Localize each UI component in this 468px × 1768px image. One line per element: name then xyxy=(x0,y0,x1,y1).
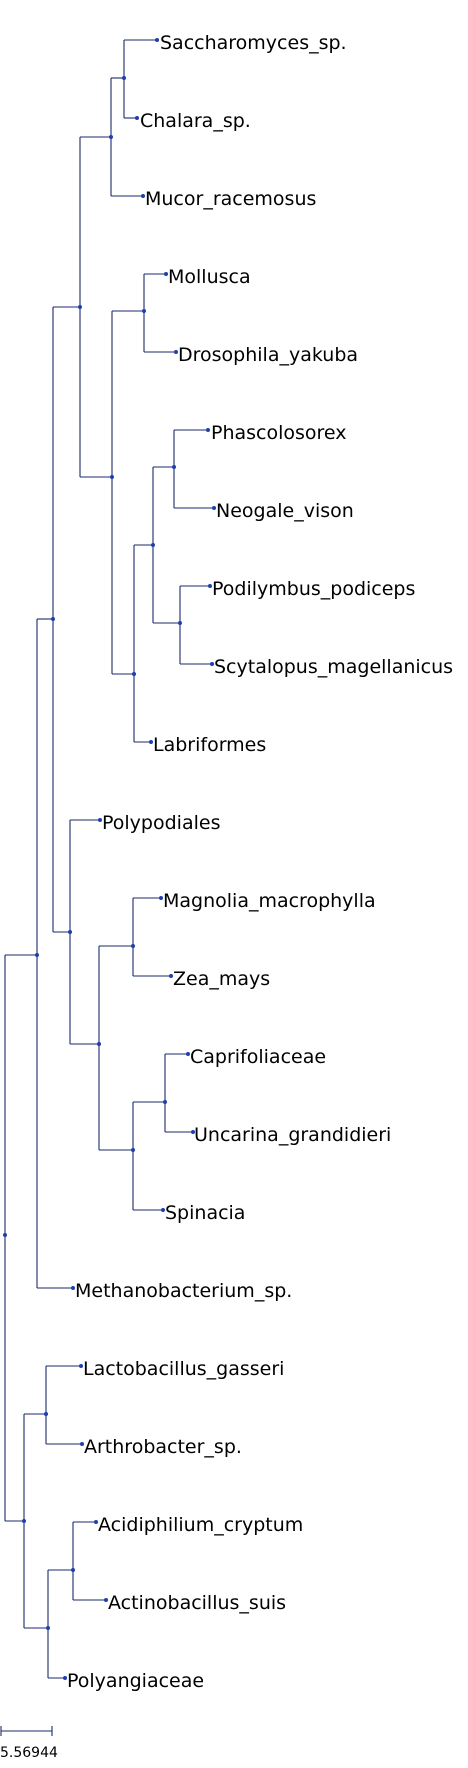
leaf-node xyxy=(98,818,102,822)
leaf-label: Mucor_racemosus xyxy=(145,188,316,210)
leaf-label: Actinobacillus_suis xyxy=(108,1592,286,1614)
internal-node xyxy=(97,1042,101,1046)
internal-node xyxy=(78,305,82,309)
leaf-node xyxy=(159,896,163,900)
leaf-node xyxy=(155,38,159,42)
internal-node xyxy=(131,1148,135,1152)
leaf-node xyxy=(94,1520,98,1524)
leaf-label: Saccharomyces_sp. xyxy=(160,32,347,54)
leaf-label: Polypodiales xyxy=(102,812,220,834)
leaf-node xyxy=(186,1052,190,1056)
leaf-node xyxy=(206,428,210,432)
leaf-label: Zea_mays xyxy=(173,968,270,990)
leaf-label: Chalara_sp. xyxy=(140,110,251,132)
leaf-node xyxy=(149,740,153,744)
leaf-label: Caprifoliaceae xyxy=(190,1046,326,1068)
leaf-node xyxy=(161,1208,165,1212)
leaf-label: Phascolosorex xyxy=(211,422,347,444)
leaf-node xyxy=(104,1598,108,1602)
scale-bar-label: 5.56944 xyxy=(0,1745,58,1761)
internal-node xyxy=(163,1100,167,1104)
leaf-node xyxy=(80,1442,84,1446)
internal-node xyxy=(35,953,39,957)
leaf-label: Neogale_vison xyxy=(216,500,354,522)
internal-node xyxy=(22,1519,26,1523)
internal-node xyxy=(71,1568,75,1572)
leaf-label: Labriformes xyxy=(153,734,266,756)
leaf-node xyxy=(208,584,212,588)
internal-node xyxy=(51,617,55,621)
leaf-node xyxy=(174,350,178,354)
leaf-label: Lactobacillus_gasseri xyxy=(83,1358,284,1380)
leaf-node xyxy=(212,506,216,510)
leaf-label: Magnolia_macrophylla xyxy=(163,890,376,912)
internal-node xyxy=(151,543,155,547)
internal-node xyxy=(109,135,113,139)
leaf-label: Polyangiaceae xyxy=(67,1670,204,1692)
internal-node xyxy=(44,1412,48,1416)
leaf-label: Methanobacterium_sp. xyxy=(75,1280,292,1302)
leaf-label: Arthrobacter_sp. xyxy=(84,1436,242,1458)
leaf-label: Mollusca xyxy=(168,266,251,288)
internal-node xyxy=(46,1626,50,1630)
internal-node xyxy=(131,944,135,948)
leaf-node xyxy=(135,116,139,120)
leaf-node xyxy=(191,1130,195,1134)
internal-node xyxy=(132,672,136,676)
internal-node xyxy=(110,475,114,479)
leaf-label: Acidiphilium_cryptum xyxy=(98,1514,303,1536)
internal-node xyxy=(172,465,176,469)
leaf-node xyxy=(63,1676,67,1680)
scale-bar: 5.56944 xyxy=(0,1726,58,1761)
leaf-node xyxy=(210,662,214,666)
leaf-node xyxy=(141,194,145,198)
internal-node xyxy=(3,1233,7,1237)
tree-nodes xyxy=(3,38,216,1680)
leaf-label: Drosophila_yakuba xyxy=(178,344,358,366)
leaf-label: Spinacia xyxy=(165,1202,245,1224)
internal-node xyxy=(68,930,72,934)
internal-node xyxy=(142,309,146,313)
leaf-node xyxy=(79,1364,83,1368)
leaf-label: Podilymbus_podiceps xyxy=(212,578,415,600)
leaf-label: Uncarina_grandidieri xyxy=(194,1124,391,1146)
leaf-node xyxy=(169,974,173,978)
internal-node xyxy=(178,621,182,625)
internal-node xyxy=(122,76,126,80)
leaf-label: Scytalopus_magellanicus xyxy=(214,656,453,678)
leaf-node xyxy=(164,272,168,276)
leaf-labels: Saccharomyces_sp. Chalara_sp. Mucor_race… xyxy=(67,32,453,1692)
leaf-node xyxy=(71,1286,75,1290)
